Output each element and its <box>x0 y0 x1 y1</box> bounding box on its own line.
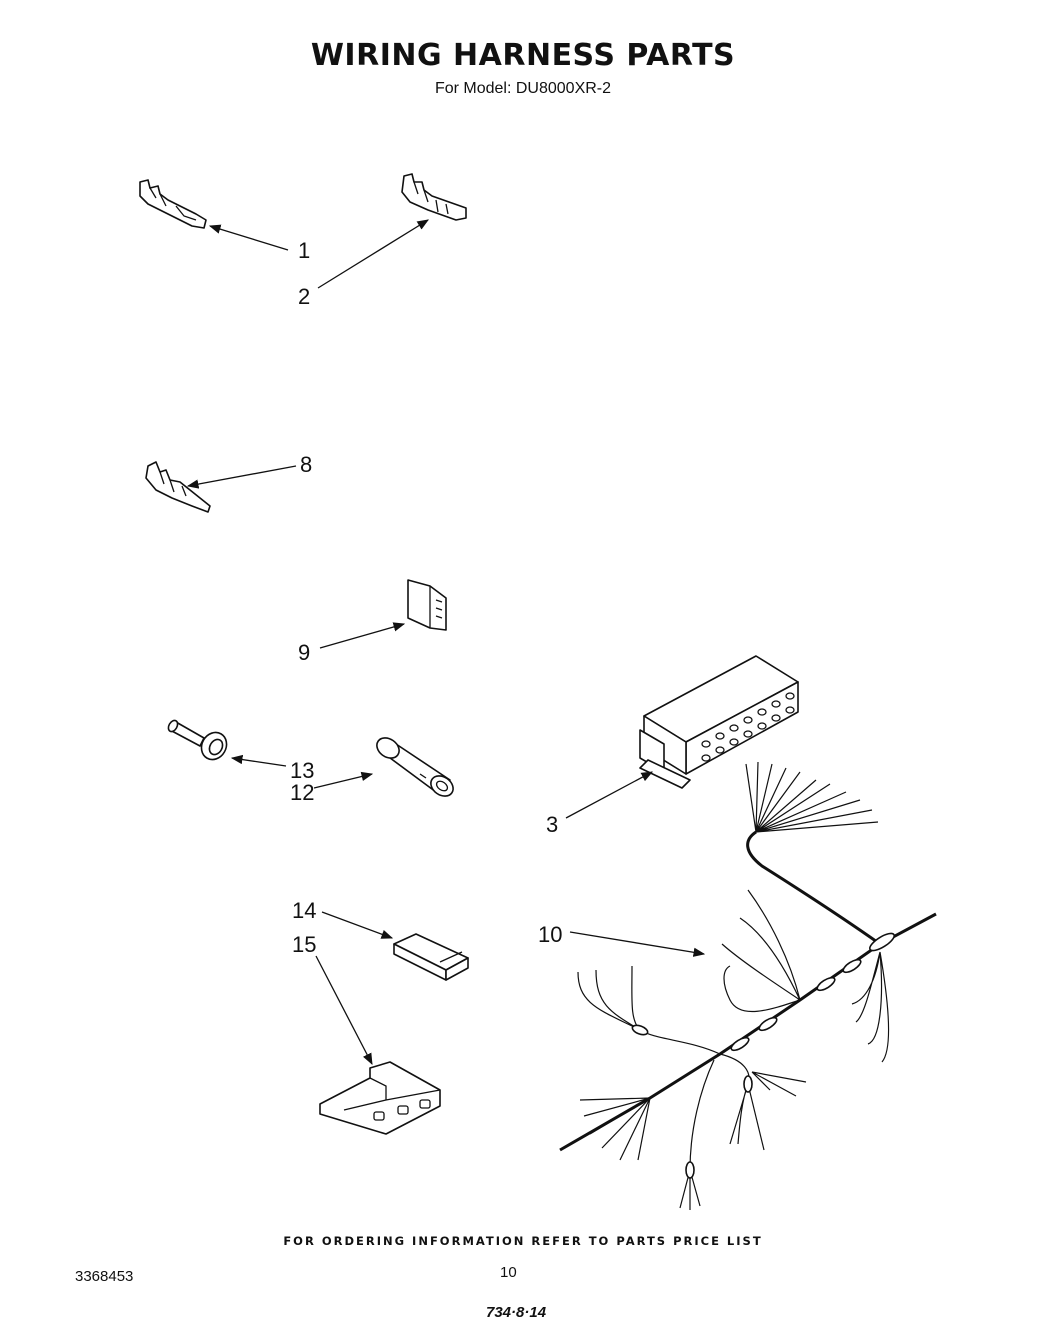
callout-12: 12 <box>290 780 314 805</box>
date-code: 734·8·14 <box>486 1304 547 1321</box>
connector-block-part-3 <box>639 655 799 789</box>
callout-9: 9 <box>298 640 310 665</box>
terminal-part-2 <box>401 173 467 221</box>
terminal-part-8 <box>145 461 211 513</box>
model-subtitle: For Model: DU8000XR-2 <box>434 80 612 97</box>
leader-9 <box>319 622 406 649</box>
callout-3: 3 <box>546 812 558 837</box>
leader-1 <box>208 224 289 251</box>
leader-3 <box>565 771 654 819</box>
sleeve-part-12 <box>376 737 454 797</box>
page-title: WIRING HARNESS PARTS <box>310 38 736 73</box>
leader-2 <box>317 219 429 289</box>
callout-8: 8 <box>300 452 312 477</box>
callout-1: 1 <box>298 238 310 263</box>
ordering-info-note: FOR ORDERING INFORMATION REFER TO PARTS … <box>283 1234 763 1248</box>
u-connector-part-15 <box>319 1061 441 1135</box>
terminal-part-1 <box>139 179 207 229</box>
leader-13 <box>230 754 287 767</box>
callout-14: 14 <box>292 898 316 923</box>
connector-part-9 <box>407 579 447 631</box>
leader-8 <box>186 465 297 489</box>
callout-10: 10 <box>538 922 562 947</box>
leader-12 <box>313 771 374 789</box>
wiring-harness-part-10 <box>559 761 937 1210</box>
connector-part-14 <box>393 933 469 981</box>
leader-10 <box>569 931 706 957</box>
butt-connector-part-13 <box>167 719 228 761</box>
page-number: 10 <box>500 1264 517 1281</box>
document-number: 3368453 <box>75 1268 134 1285</box>
callout-13: 13 <box>290 758 314 783</box>
leader-15 <box>315 955 373 1066</box>
callout-15: 15 <box>292 932 316 957</box>
leader-14 <box>321 911 394 939</box>
callout-2: 2 <box>298 284 310 309</box>
